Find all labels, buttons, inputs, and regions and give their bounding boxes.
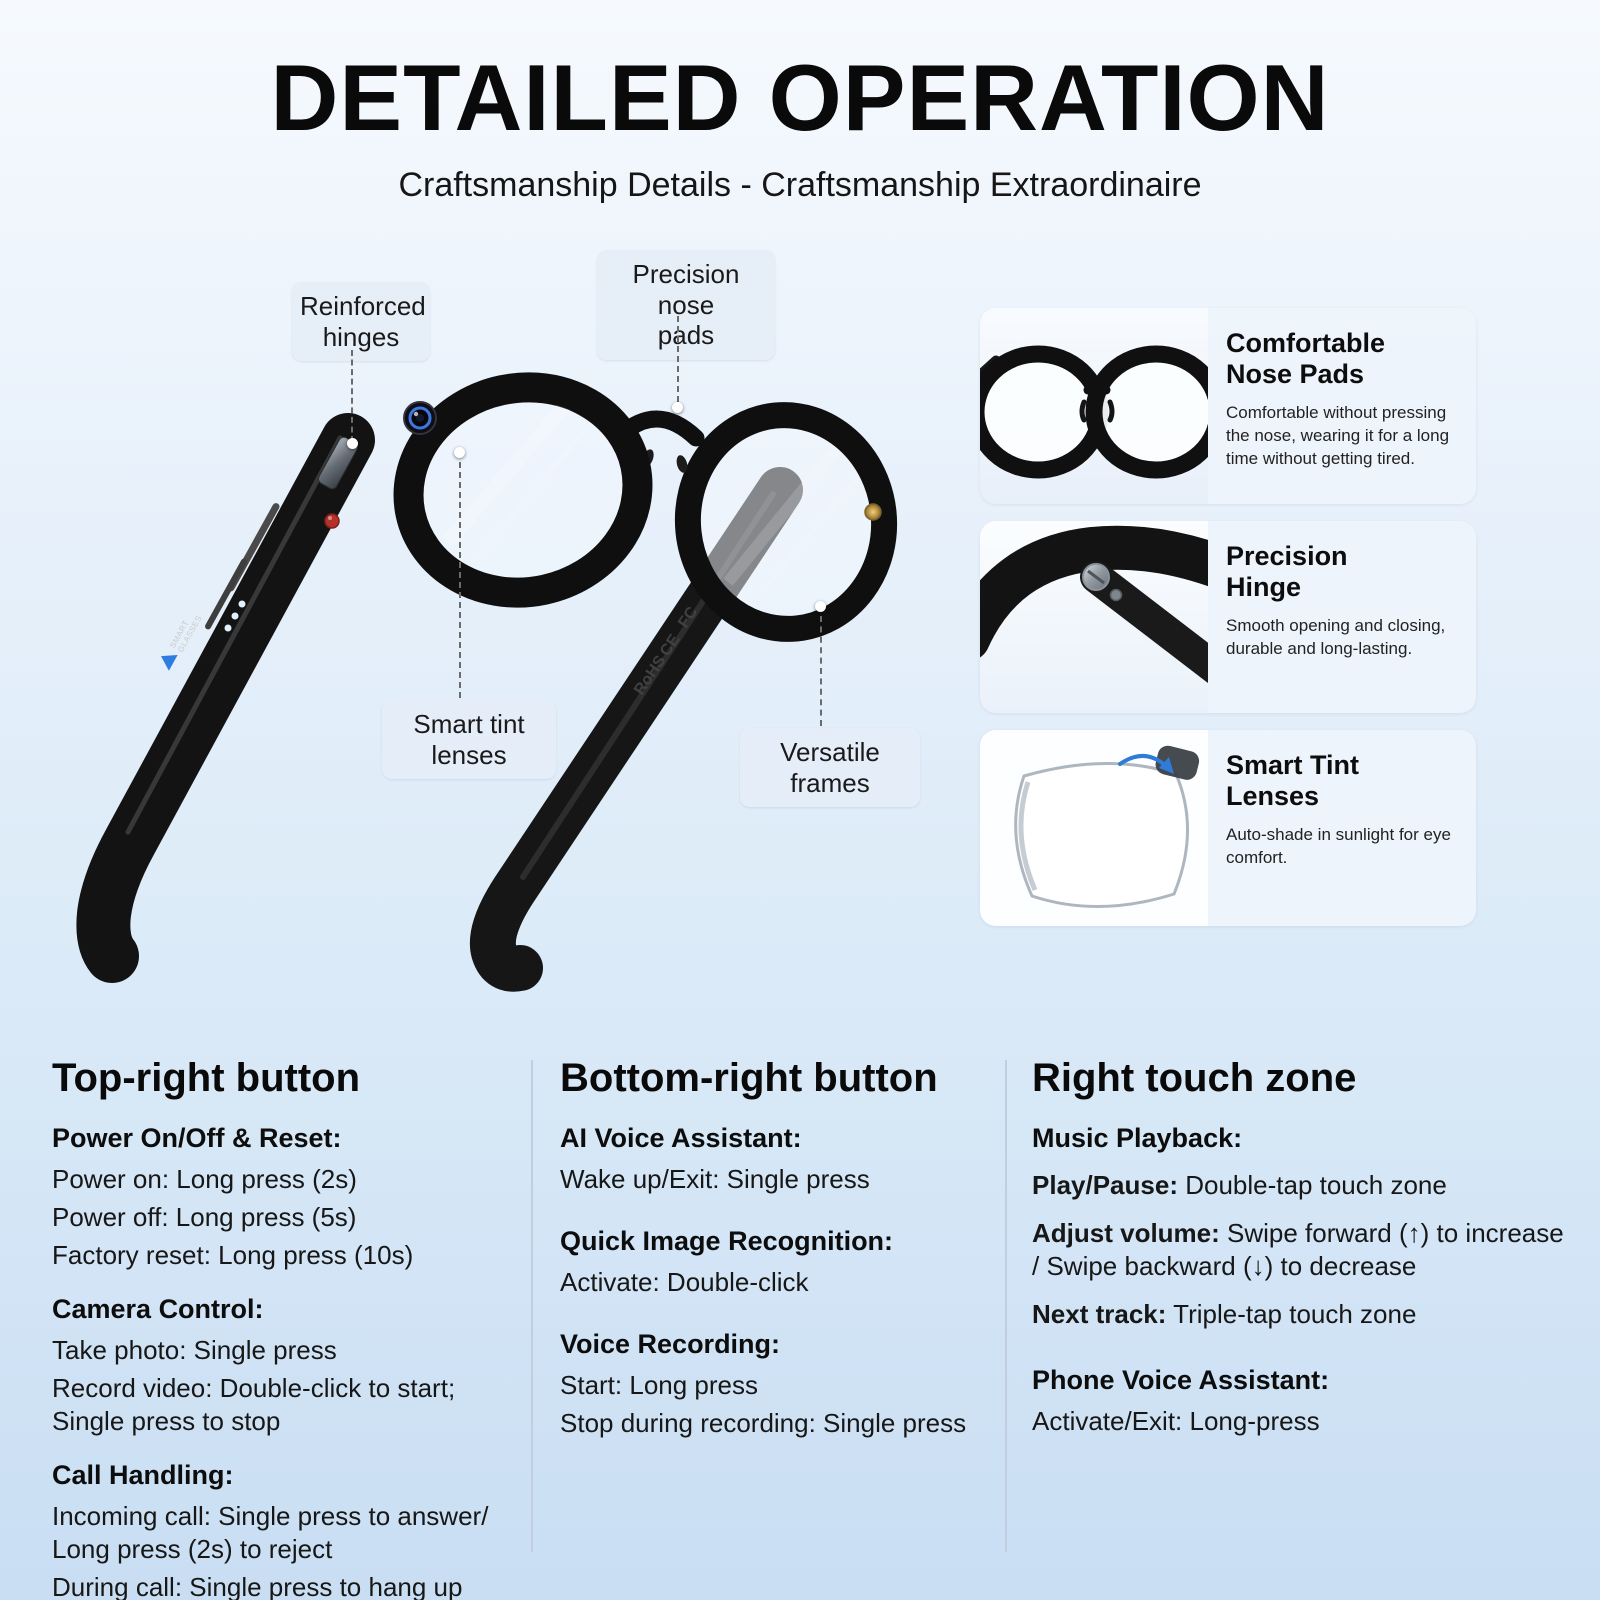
leader-dot-lenses: [454, 447, 465, 458]
callout-line: hinges: [322, 321, 400, 352]
feature-card-tint-lenses: Smart Tint Lenses Auto-shade in sunlight…: [980, 730, 1476, 926]
instruction-line: During call: Single press to hang up: [52, 1572, 463, 1600]
section-heading: Music Playback:: [1032, 1123, 1243, 1153]
instruction-line: Start: Long press: [560, 1370, 758, 1401]
instruction-line: Stop during recording: Single press: [560, 1408, 967, 1439]
callout-line: Reinforced: [300, 291, 426, 321]
instruction-line: Wake up/Exit: Single press: [560, 1164, 870, 1194]
left-lens: [393, 372, 653, 608]
page-subtitle: Craftsmanship Details - Craftsmanship Ex…: [398, 166, 1202, 204]
nose-pads-image: [980, 308, 1208, 504]
glasses-svg: FC CE RoHS: [76, 372, 898, 992]
camera-icon: [403, 401, 437, 435]
column-divider: [1005, 1060, 1007, 1552]
instruction-line: Activate/Exit: Long-press: [1032, 1406, 1320, 1437]
callout-versatile-frames: Versatile frames: [740, 728, 920, 808]
section-heading: Voice Recording:: [560, 1329, 781, 1360]
leader-dot-hinges: [347, 438, 358, 449]
leader-line-nose-pads: [677, 316, 679, 402]
card-description: Comfortable without pressing the nose, w…: [1226, 403, 1450, 469]
instruction-line: Adjust volume: Swipe forward (↑) to incr…: [1032, 1218, 1564, 1282]
glasses-illustration: FC CE RoHS: [28, 242, 948, 1032]
card-title: Precision Hinge: [1226, 541, 1348, 603]
instruction-line: Play/Pause: Double-tap touch zone: [1032, 1170, 1447, 1200]
nose-pads-text: Comfortable Nose Pads Comfortable withou…: [1208, 308, 1476, 504]
operations-section: Top-right button Power On/Off & Reset: P…: [0, 1036, 1600, 1600]
card-description: Smooth opening and closing, durable and …: [1226, 616, 1446, 659]
instruction-line: Next track: Triple-tap touch zone: [1032, 1299, 1417, 1330]
callout-line: Versatile: [780, 737, 880, 767]
instruction-line: Record video: Double-click to start; Sin…: [52, 1373, 456, 1437]
instruction-line: Power on: Long press (2s): [52, 1164, 357, 1194]
section-heading: Power On/Off & Reset:: [52, 1123, 342, 1153]
callout-smart-tint-lenses: Smart tint lenses: [382, 700, 556, 780]
tint-lenses-text: Smart Tint Lenses Auto-shade in sunlight…: [1208, 730, 1476, 926]
hinge-text: Precision Hinge Smooth opening and closi…: [1208, 521, 1476, 713]
speaker-slot-2: [205, 558, 247, 630]
column-divider: [531, 1060, 533, 1552]
callout-line: Precision nose: [632, 259, 740, 320]
brand-logo-icon: [161, 655, 178, 671]
callout-line: Smart tint: [413, 709, 525, 739]
side-button: [324, 513, 340, 529]
tint-lenses-image: [980, 730, 1208, 926]
hinge-image: [980, 521, 1208, 713]
instruction-line: Power off: Long press (5s): [52, 1202, 357, 1233]
nose-pad-right: [676, 455, 688, 473]
card-title: Smart Tint Lenses: [1226, 750, 1360, 812]
instruction-line: Take photo: Single press: [52, 1335, 337, 1366]
left-temple: SMART GLASSES: [76, 413, 375, 983]
card-description: Auto-shade in sunlight for eye comfort.: [1226, 825, 1451, 868]
callout-line: pads: [657, 320, 715, 351]
column-title: Top-right button: [52, 1056, 361, 1100]
page-title: DETAILED OPERATION: [270, 45, 1330, 150]
section-heading: AI Voice Assistant:: [560, 1123, 802, 1153]
column-top-right-button: Top-right button Power On/Off & Reset: P…: [52, 1056, 520, 1600]
callout-line: lenses: [431, 739, 507, 770]
callout-precision-nose-pads: Precision nose pads: [597, 250, 775, 361]
card-title: Comfortable Nose Pads: [1226, 328, 1386, 390]
feature-card-hinge: Precision Hinge Smooth opening and closi…: [980, 521, 1476, 713]
feature-cards: Comfortable Nose Pads Comfortable withou…: [980, 308, 1476, 943]
leader-line-frames: [820, 616, 822, 726]
instruction-line: Incoming call: Single press to answer/ L…: [52, 1501, 489, 1565]
charging-contact: [864, 503, 882, 521]
callout-line: frames: [790, 767, 870, 798]
section-heading: Call Handling:: [52, 1460, 234, 1491]
led-indicators: [224, 600, 246, 632]
section-heading: Quick Image Recognition:: [560, 1226, 894, 1257]
column-bottom-right-button: Bottom-right button AI Voice Assistant: …: [560, 1056, 996, 1445]
feature-card-nose-pads: Comfortable Nose Pads Comfortable withou…: [980, 308, 1476, 504]
leader-line-hinges: [351, 350, 353, 442]
column-right-touch-zone: Right touch zone Music Playback: Play/Pa…: [1032, 1056, 1566, 1443]
column-title: Bottom-right button: [560, 1056, 938, 1100]
section-heading: Phone Voice Assistant:: [1032, 1365, 1330, 1396]
leader-dot-nose-pads: [672, 402, 683, 413]
right-lens: [674, 402, 898, 642]
instruction-line: Factory reset: Long press (10s): [52, 1240, 414, 1271]
leader-dot-frames: [815, 601, 826, 612]
callout-reinforced-hinges: Reinforced hinges: [292, 282, 430, 362]
instruction-line: Activate: Double-click: [560, 1267, 809, 1298]
section-heading: Camera Control:: [52, 1294, 264, 1325]
column-title: Right touch zone: [1032, 1056, 1357, 1100]
leader-line-lenses: [459, 462, 461, 698]
